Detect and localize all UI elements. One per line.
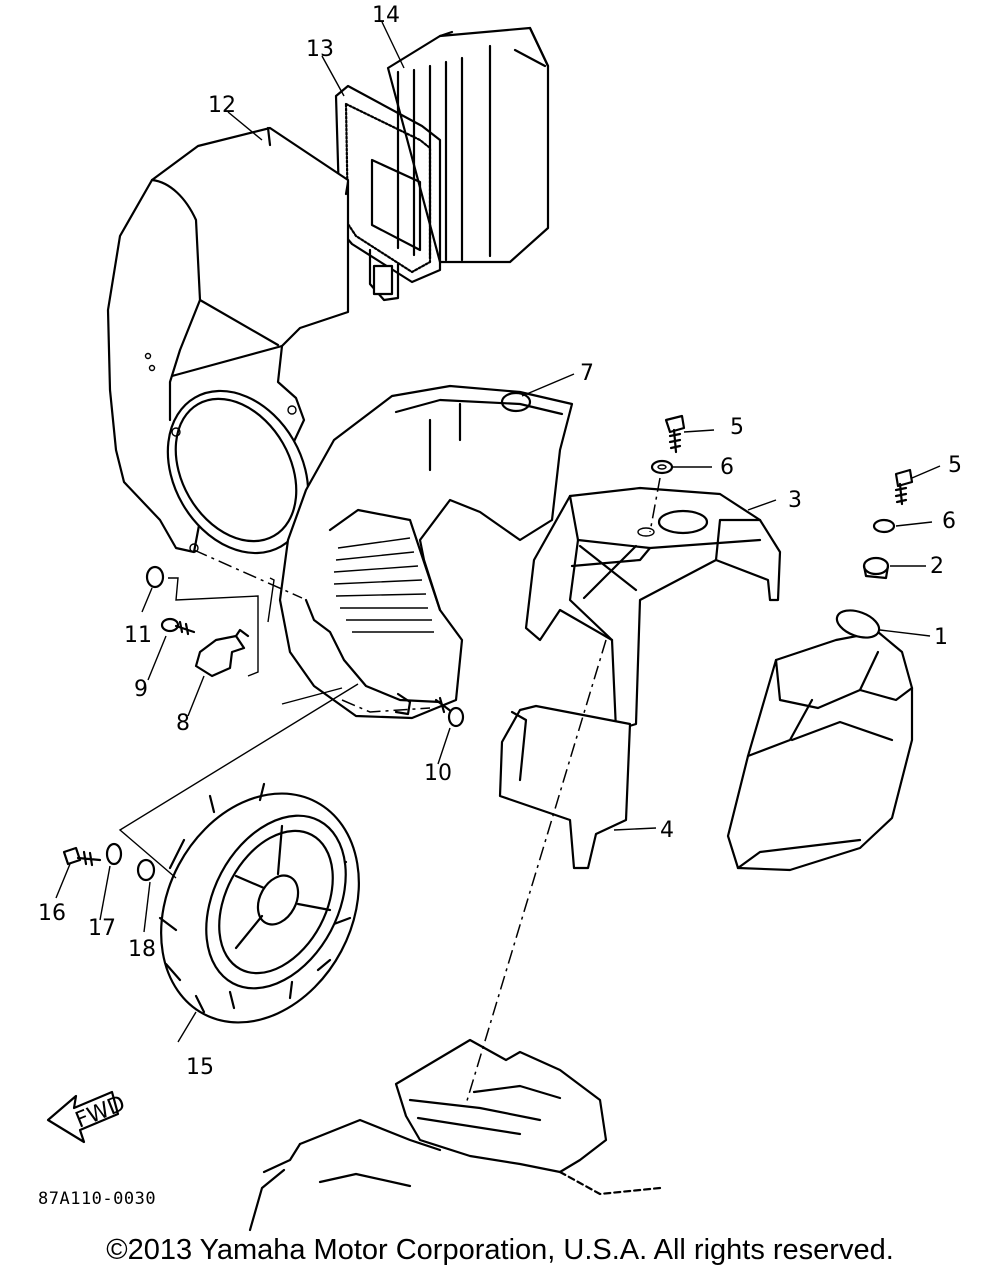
label-part-1: 1 — [934, 625, 948, 650]
part-15-flywheel-fan — [158, 782, 360, 1024]
part-number-labels: 1 2 3 4 5 5 6 6 7 8 9 10 11 12 13 14 15 … — [38, 3, 962, 1080]
label-leaders — [55, 21, 941, 1043]
label-part-18: 18 — [128, 937, 156, 962]
label-part-4: 4 — [660, 818, 674, 843]
part-4-plate — [498, 704, 632, 870]
label-part-6a: 6 — [720, 455, 734, 480]
part-6-washer-a — [650, 459, 674, 475]
label-part-5b: 5 — [948, 453, 962, 478]
part-16-bolt — [62, 846, 102, 867]
label-part-9: 9 — [134, 677, 148, 702]
label-part-3: 3 — [788, 488, 802, 513]
label-part-12: 12 — [208, 93, 236, 118]
part-1-cover — [726, 609, 914, 872]
part-7-lower-shroud — [278, 384, 574, 720]
part-8-clip — [194, 628, 250, 678]
assembly-leader-lines — [118, 477, 661, 1105]
label-part-11: 11 — [124, 623, 152, 648]
label-part-2: 2 — [930, 554, 944, 579]
part-18-nut — [136, 858, 156, 882]
part-14-air-box — [370, 26, 550, 264]
label-part-13: 13 — [306, 37, 334, 62]
label-part-14: 14 — [372, 3, 400, 28]
part-9-screw — [160, 617, 196, 636]
label-part-15: 15 — [186, 1055, 214, 1080]
label-part-10: 10 — [424, 761, 452, 786]
label-part-6b: 6 — [942, 509, 956, 534]
label-part-5a: 5 — [730, 415, 744, 440]
part-3-bracket — [524, 486, 782, 732]
part-12-upper-shroud — [106, 126, 350, 555]
part-6-washer-b — [872, 518, 896, 534]
label-part-7: 7 — [580, 361, 594, 386]
part-17-washer — [105, 842, 123, 866]
part-5-bolt-b — [894, 468, 914, 506]
copyright-notice: ©2013 Yamaha Motor Corporation, U.S.A. A… — [106, 1234, 894, 1266]
part-11-nut — [145, 565, 165, 589]
label-part-16: 16 — [38, 901, 66, 926]
label-part-17: 17 — [88, 916, 116, 941]
part-10-screw — [434, 696, 465, 728]
engine-block-outline — [248, 1038, 662, 1232]
fwd-arrow-icon: FWD — [46, 1090, 129, 1144]
part-2-grommet — [862, 556, 890, 580]
drawing-code: 87A110-0030 — [38, 1189, 156, 1209]
part-5-bolt-a — [664, 414, 686, 454]
label-part-8: 8 — [176, 711, 190, 736]
